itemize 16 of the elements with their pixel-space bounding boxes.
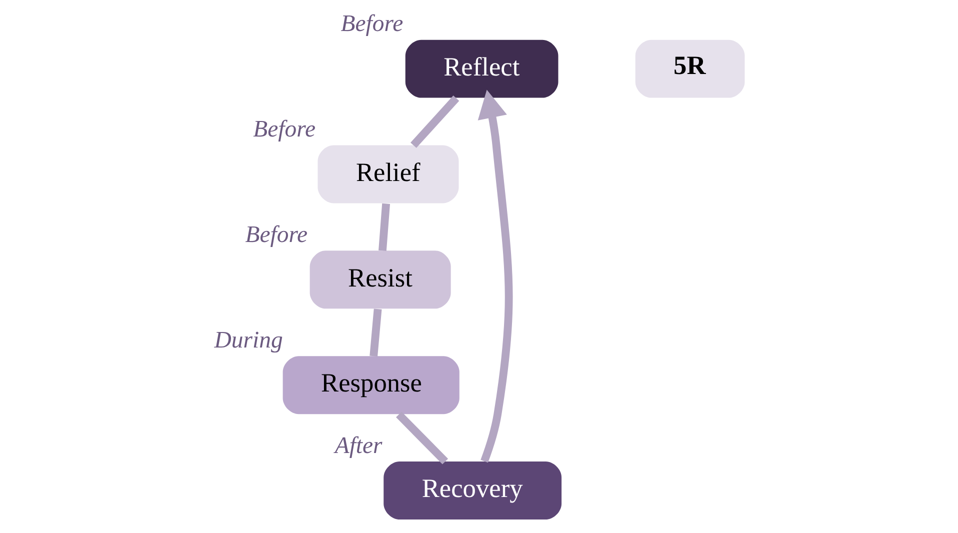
arrow — [477, 90, 512, 463]
node-box: Resist — [309, 250, 450, 309]
node-label: After — [334, 432, 382, 459]
connector — [396, 412, 448, 464]
connector — [369, 308, 382, 356]
node-box: Recovery — [383, 462, 562, 520]
node-label: Before — [244, 222, 308, 248]
node-box: Reflect — [404, 40, 558, 98]
node-label: Before — [340, 11, 403, 38]
connector — [410, 96, 459, 148]
node-label: Before — [252, 116, 315, 143]
connector — [378, 203, 390, 251]
node-box: Relief — [317, 145, 458, 204]
node-box: 5R — [634, 40, 744, 98]
node-box: Response — [282, 356, 459, 414]
node-label: During — [214, 327, 282, 354]
